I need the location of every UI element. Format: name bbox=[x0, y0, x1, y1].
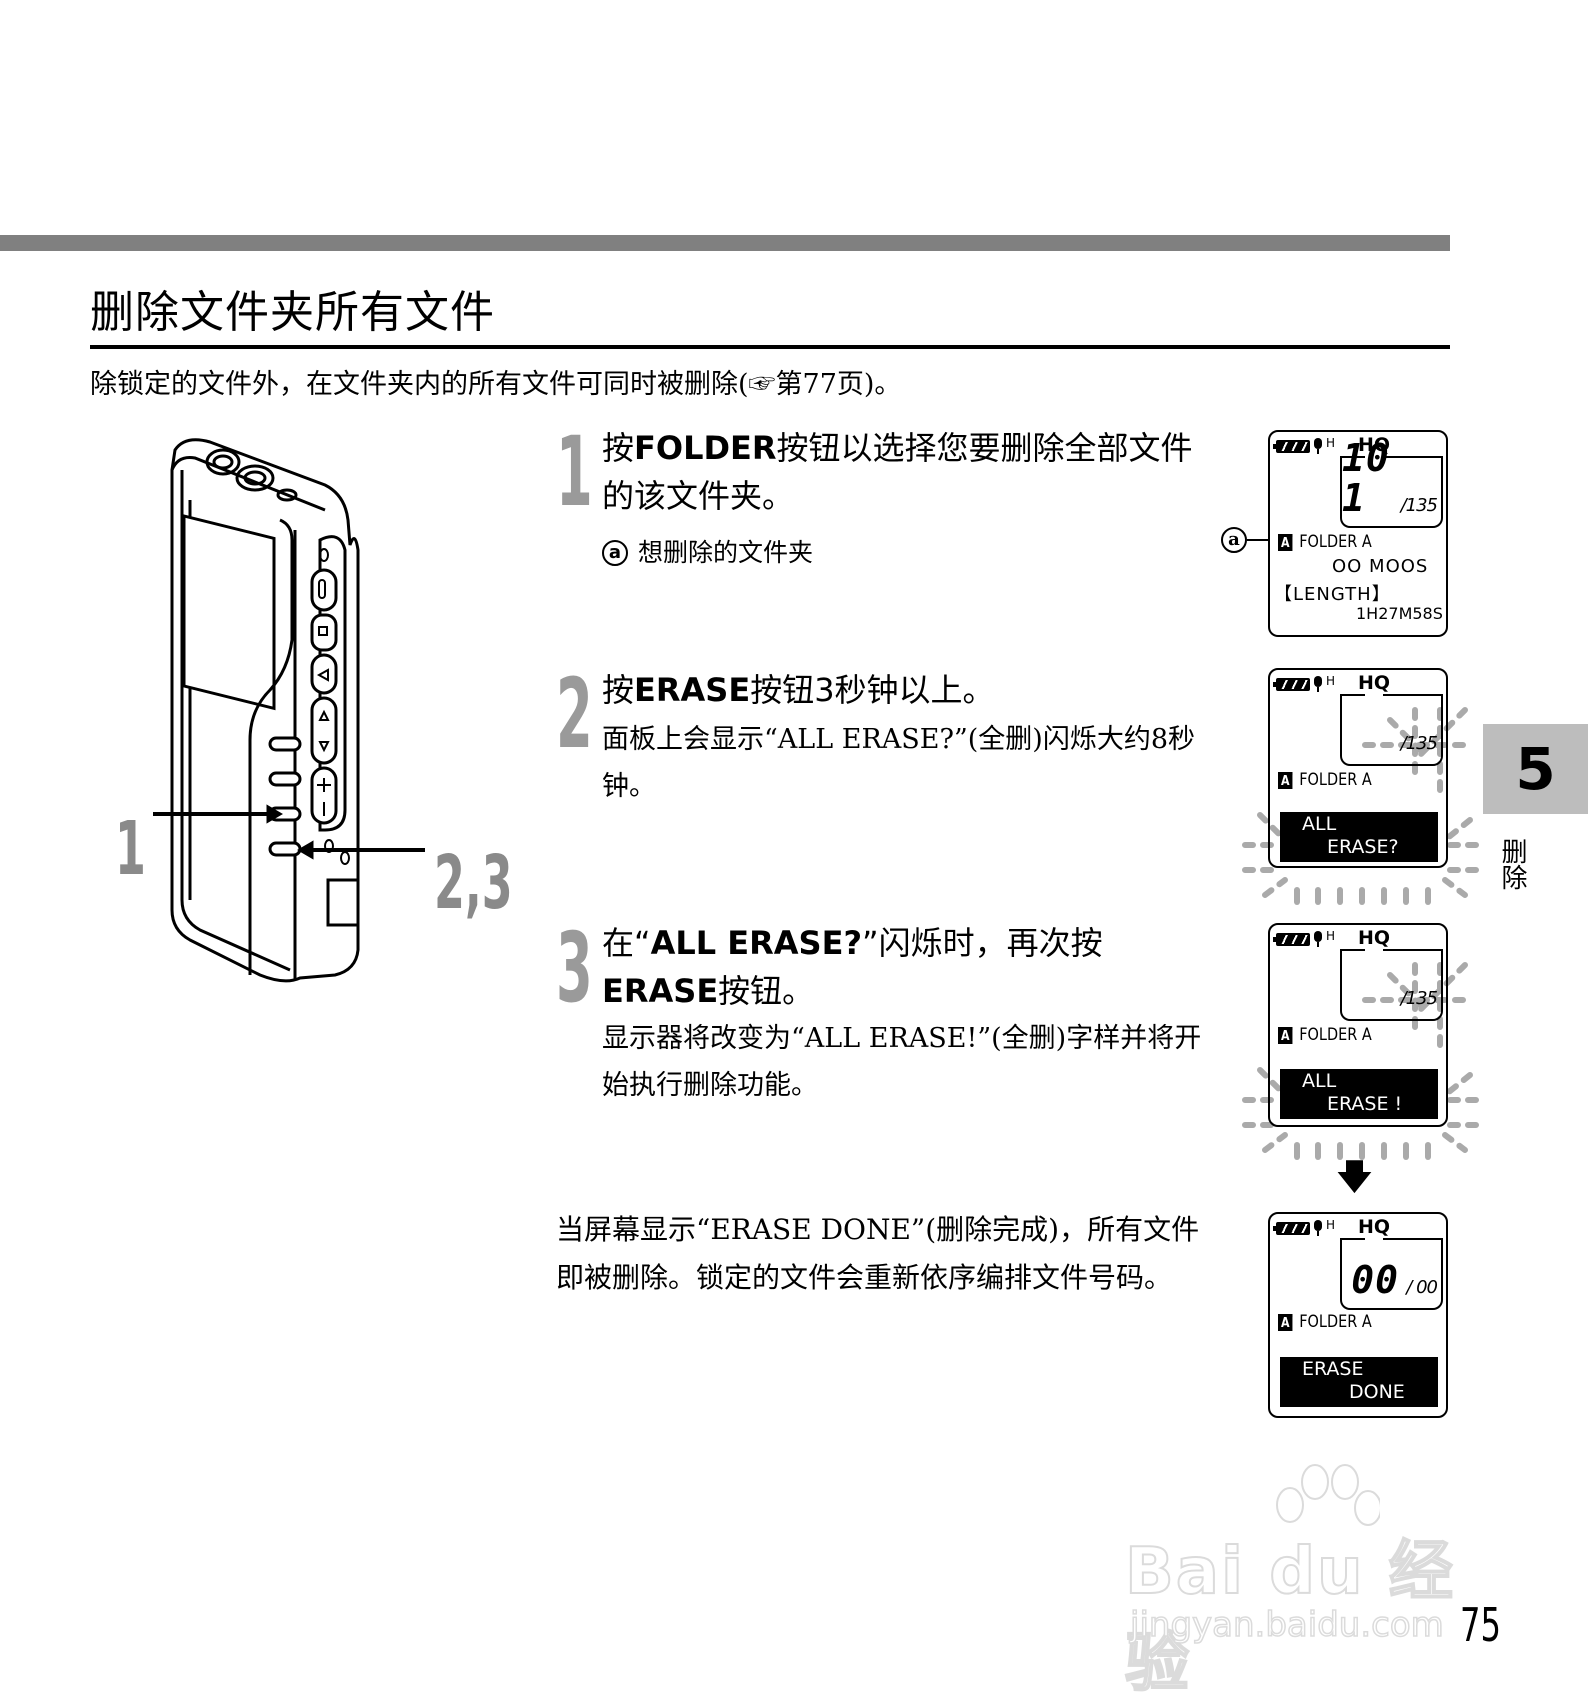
total-files: /135 bbox=[1400, 733, 1438, 754]
folder-name: FOLDER A bbox=[1299, 1025, 1372, 1045]
quality-mode: HQ bbox=[1358, 1216, 1391, 1238]
page-title: 删除文件夹所有文件 bbox=[90, 287, 495, 338]
header-rule-bar bbox=[0, 235, 1450, 251]
total-files: /135 bbox=[1400, 988, 1438, 1009]
status-icons: H bbox=[1273, 436, 1336, 454]
mic-sensitivity: H bbox=[1326, 436, 1336, 450]
message-line-1: ALL bbox=[1302, 1070, 1337, 1092]
file-counter: 10 1 /135 bbox=[1340, 438, 1443, 528]
paw-icon bbox=[1276, 1464, 1380, 1526]
message-line-1: ERASE bbox=[1302, 1358, 1364, 1380]
lcd-line-1: OO MOOS bbox=[1332, 556, 1429, 577]
mic-sensitivity: H bbox=[1326, 929, 1336, 943]
folder-indicator: A FOLDER A bbox=[1278, 1312, 1372, 1332]
lcd-display-3: H HQ /135 A FOLDER A ALL ERASE ! bbox=[1268, 923, 1448, 1127]
step-1-heading: 按FOLDER按钮以选择您要删除全部文件的该文件夹。 bbox=[602, 429, 1193, 515]
lcd-line-2: 【LENGTH】 bbox=[1274, 584, 1391, 605]
step-number-2: 2 bbox=[556, 658, 593, 770]
folder-indicator: A FOLDER A bbox=[1278, 770, 1372, 790]
file-counter: 00 / 00 bbox=[1340, 1238, 1443, 1310]
file-counter: /135 bbox=[1340, 694, 1443, 766]
message-line-1: ALL bbox=[1302, 813, 1337, 835]
baidu-watermark: Bai du 经验 jingyan.baidu.com bbox=[1124, 1460, 1505, 1700]
step-number-3: 3 bbox=[556, 912, 593, 1024]
step-1-note: a 想删除的文件夹 bbox=[602, 536, 813, 570]
battery-icon bbox=[1273, 1221, 1310, 1235]
step-3-heading: 在“ALL ERASE?”闪烁时，再次按ERASE按钮。 bbox=[602, 924, 1103, 1010]
lcd-message-box: ALL ERASE? bbox=[1280, 812, 1438, 862]
microphone-icon bbox=[1313, 438, 1323, 454]
annotation-a-marker: a bbox=[602, 540, 628, 566]
page-number: 75 bbox=[1460, 1598, 1501, 1652]
lcd-line-3: 1H27M58S bbox=[1356, 604, 1443, 623]
message-line-2: ERASE? bbox=[1327, 836, 1399, 858]
mic-sensitivity: H bbox=[1326, 1218, 1336, 1232]
file-counter: /135 bbox=[1340, 949, 1443, 1021]
battery-icon bbox=[1273, 439, 1310, 453]
quality-mode: HQ bbox=[1358, 672, 1391, 694]
step-3-body: 显示器将改变为“ALL ERASE!”(全删)字样并将开始执行删除功能。 bbox=[602, 1023, 1202, 1101]
folder-name: FOLDER A bbox=[1299, 532, 1372, 552]
status-icons: H bbox=[1273, 929, 1336, 947]
lcd-display-4: H HQ 00 / 00 A FOLDER A ERASE DONE bbox=[1268, 1212, 1448, 1418]
folder-indicator: A FOLDER A bbox=[1278, 1025, 1372, 1045]
current-file-number: 10 1 bbox=[1342, 436, 1390, 520]
down-arrow-icon: 🡇 bbox=[1337, 1157, 1372, 1197]
intro-text: 除锁定的文件外，在文件夹内的所有文件可同时被删除(☞第77页)。 bbox=[90, 369, 902, 400]
note-text: 想删除的文件夹 bbox=[638, 538, 814, 567]
voice-recorder-illustration bbox=[100, 430, 520, 1010]
chapter-tab: 5 bbox=[1483, 724, 1588, 814]
message-line-2: ERASE ! bbox=[1327, 1093, 1403, 1115]
final-note: 当屏幕显示“ERASE DONE”(删除完成)，所有文件即被删除。锁定的文件会重… bbox=[556, 1213, 1200, 1294]
annotation-a-circle: a bbox=[1221, 527, 1247, 553]
folder-name: FOLDER A bbox=[1299, 1312, 1372, 1332]
chapter-label: 删除 bbox=[1497, 838, 1527, 890]
folder-indicator: A FOLDER A bbox=[1278, 532, 1372, 552]
total-files: / 00 bbox=[1406, 1277, 1438, 1298]
step-2-body: 面板上会显示“ALL ERASE?”(全删)闪烁大约8秒钟。 bbox=[602, 724, 1196, 802]
message-line-2: DONE bbox=[1349, 1381, 1405, 1403]
quality-mode: HQ bbox=[1358, 434, 1391, 456]
mic-sensitivity: H bbox=[1326, 674, 1336, 688]
quality-mode: HQ bbox=[1358, 927, 1391, 949]
lcd-display-1: H HQ 10 1 /135 A FOLDER A OO MOOS 【LENGT… bbox=[1268, 430, 1448, 637]
callout-1: 1 bbox=[115, 806, 146, 892]
lcd-message-box: ERASE DONE bbox=[1280, 1357, 1438, 1407]
lcd-display-2: H HQ /135 A FOLDER A ALL ERASE? bbox=[1268, 668, 1448, 868]
watermark-brand: Bai du 经验 bbox=[1124, 1534, 1455, 1700]
status-icons: H bbox=[1273, 674, 1336, 692]
annotation-leader-line bbox=[1247, 539, 1277, 541]
battery-icon bbox=[1273, 677, 1310, 691]
microphone-icon bbox=[1313, 1220, 1323, 1236]
lcd-message-box: ALL ERASE ! bbox=[1280, 1069, 1438, 1119]
display-annotation-a: a bbox=[1221, 527, 1277, 553]
current-file-number: 00 bbox=[1351, 1258, 1399, 1302]
microphone-icon bbox=[1313, 676, 1323, 692]
step-number-1: 1 bbox=[556, 416, 593, 528]
microphone-icon bbox=[1313, 931, 1323, 947]
folder-icon: A bbox=[1278, 771, 1293, 789]
folder-icon: A bbox=[1278, 533, 1293, 551]
battery-icon bbox=[1273, 932, 1310, 946]
watermark-url: jingyan.baidu.com bbox=[1129, 1604, 1444, 1646]
title-underline bbox=[90, 345, 1450, 349]
folder-icon: A bbox=[1278, 1026, 1293, 1044]
status-icons: H bbox=[1273, 1218, 1336, 1236]
total-files: /135 bbox=[1400, 495, 1438, 516]
folder-name: FOLDER A bbox=[1299, 770, 1372, 790]
folder-icon: A bbox=[1278, 1313, 1293, 1331]
step-2-heading: 按ERASE按钮3秒钟以上。 bbox=[602, 671, 995, 709]
callout-2-3: 2,3 bbox=[434, 840, 513, 926]
